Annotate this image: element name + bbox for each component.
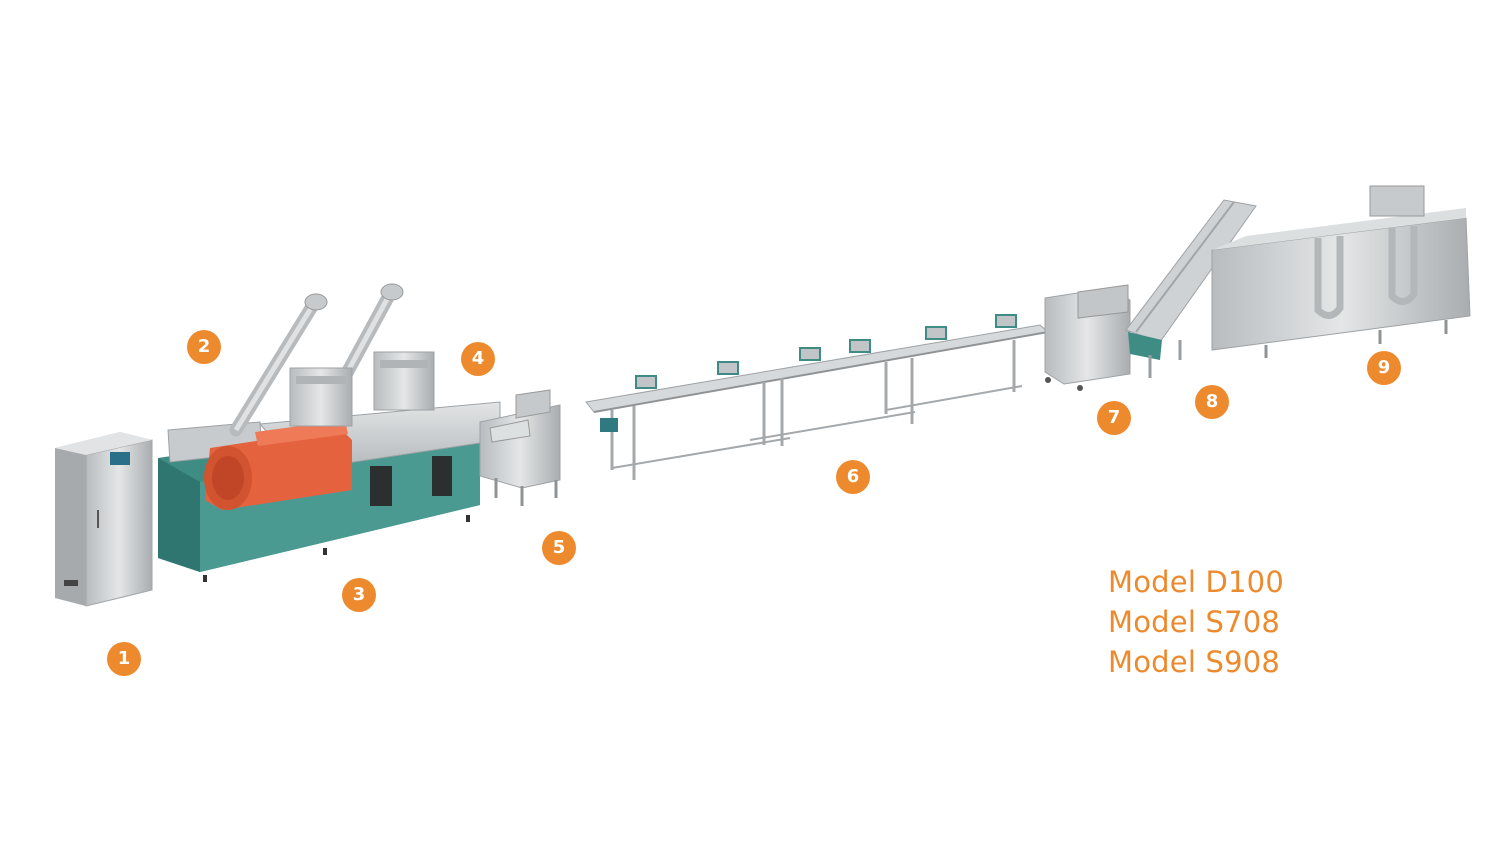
control-cabinet-icon bbox=[55, 432, 153, 607]
incline-elevator-icon bbox=[1125, 199, 1257, 378]
station-9-badge: 9 bbox=[1367, 351, 1401, 385]
model-s908: Model S908 bbox=[1108, 645, 1281, 679]
station-3-badge: 3 bbox=[342, 578, 376, 612]
model-list: Model D100 Model S708 Model S908 bbox=[1108, 562, 1408, 682]
station-4-badge: 4 bbox=[461, 342, 495, 376]
station-7-badge: 7 bbox=[1097, 401, 1131, 435]
station-2-badge: 2 bbox=[187, 330, 221, 364]
station-6-badge: 6 bbox=[836, 460, 870, 494]
model-d100: Model D100 bbox=[1108, 565, 1284, 599]
station-1-badge: 1 bbox=[107, 642, 141, 676]
station-5-badge: 5 bbox=[542, 531, 576, 565]
dryer-icon bbox=[1211, 185, 1471, 358]
shaping-machine-icon bbox=[1044, 284, 1131, 391]
station-8-badge: 8 bbox=[1195, 385, 1229, 419]
cooling-conveyor-icon bbox=[585, 314, 1050, 480]
hopper-icon bbox=[289, 351, 435, 427]
model-s708: Model S708 bbox=[1108, 605, 1281, 639]
cutter-icon bbox=[479, 389, 561, 506]
